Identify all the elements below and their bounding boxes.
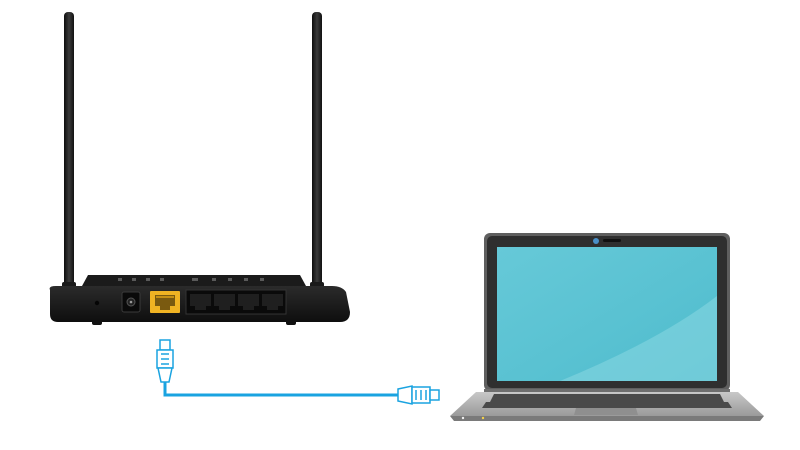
- router-antenna-left: [62, 12, 76, 297]
- laptop-touchpad: [574, 408, 638, 415]
- router-lan-ports: [185, 289, 287, 315]
- router-antenna-right: [310, 12, 324, 297]
- ethernet-cable-line: [163, 380, 400, 397]
- router-wan-port: [150, 291, 180, 313]
- laptop-power-led: [461, 416, 465, 420]
- laptop-icon: [450, 233, 764, 421]
- laptop-status-led: [481, 416, 485, 420]
- rj45-plug-router-side: [156, 339, 174, 383]
- router-lan-port-1: [190, 294, 211, 310]
- router-lan-port-2: [214, 294, 235, 310]
- wireless-router-icon: [49, 12, 350, 325]
- rj45-plug-laptop-side: [397, 385, 440, 405]
- router-lan-port-4: [262, 294, 283, 310]
- laptop-screen: [497, 247, 717, 381]
- router-led-row: [118, 278, 264, 281]
- router-lan-port-3: [238, 294, 259, 310]
- router-power-jack: [121, 291, 141, 313]
- router-reset-hole: [94, 300, 100, 306]
- laptop-webcam: [593, 238, 599, 244]
- ethernet-cable-icon: [156, 339, 440, 405]
- laptop-keyboard: [482, 394, 732, 408]
